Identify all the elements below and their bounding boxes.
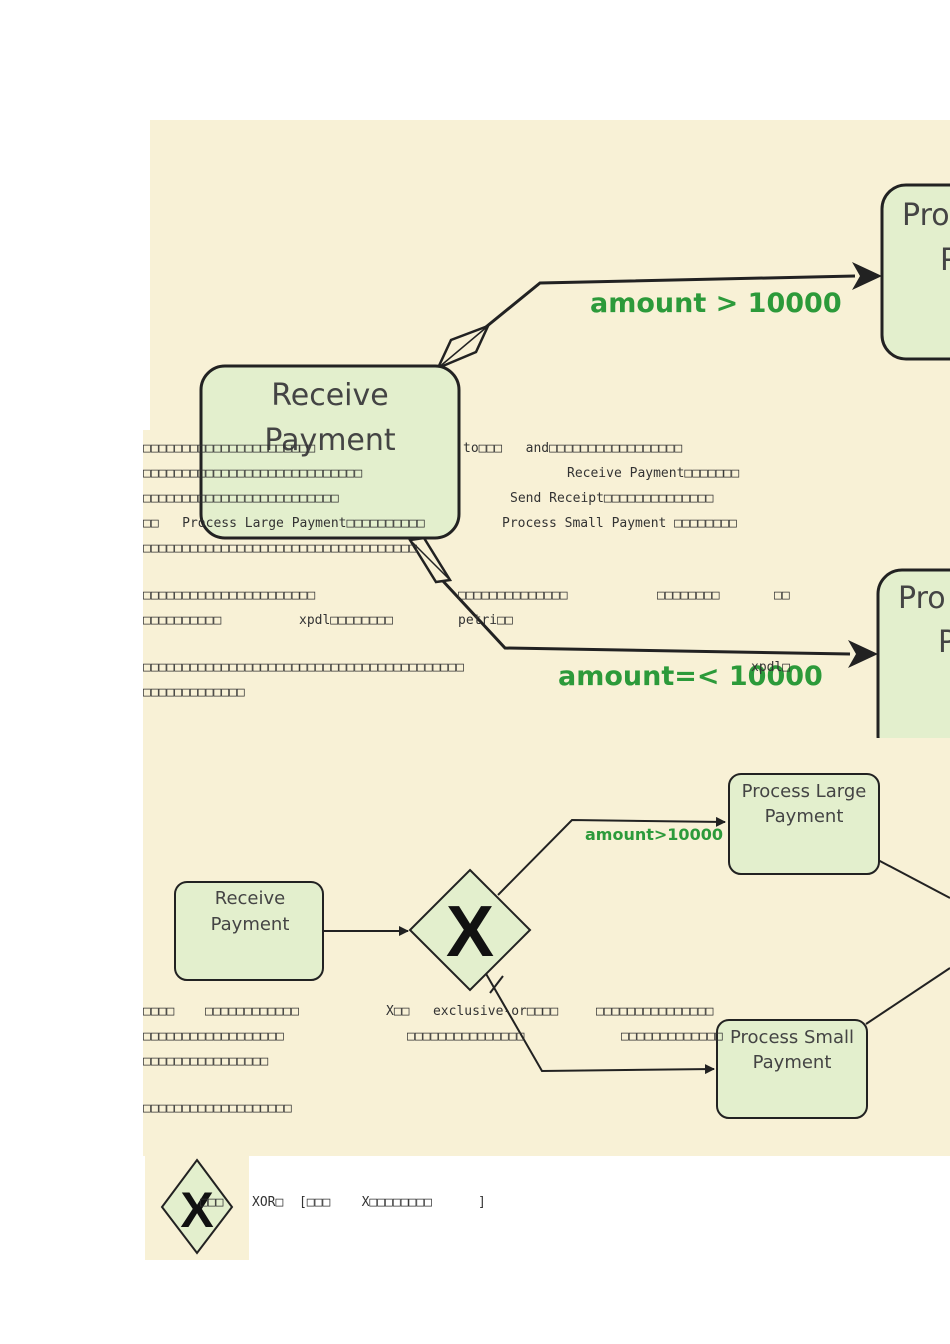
process-small-payment-task-2 [716,1019,868,1119]
xor-gateway-icon [408,868,532,992]
figure2-diagram: Receive Payment X Process Large Payment … [174,773,950,1119]
process-small-payment-partial-label-1: Pro [898,581,946,616]
text-line: ] [478,1195,486,1210]
xor-legend-symbol: X [180,1182,213,1238]
condition-large-label: amount > 10000 [590,288,842,319]
condition-large-label-2: amount>10000 [585,825,723,844]
text-line: □□□□□□□□□□□□□□□□□□□□□□□□□□□□□□□□□□□□□□□□… [143,660,464,675]
text-line: XOR□ [□□□ X□□□□□□□□ [252,1195,433,1210]
flow-small-out [865,967,950,1025]
text-line: □□□□□□□□□□□□□□□□□□□□□□ [143,588,316,603]
text-line: petri□□ [458,613,513,628]
process-large-payment-task-2 [728,773,880,875]
text-line: Send Receipt□□□□□□□□□□□□□□ [510,491,714,506]
text-line: □□□□□□□□□□□□□□□ [596,1004,714,1019]
text-line: □□ [774,588,790,603]
text-line: □□□□□□□□□□□□□□□□□□□□□□□□□□□□ [143,466,363,481]
arrowhead-small [848,640,878,668]
default-flow-marker [489,975,504,994]
figure3-diagram: X [160,1158,234,1255]
process-small-payment-2-label-2: Payment [753,1052,832,1073]
flow-to-small-payment [440,578,851,656]
xor-gateway-symbol: X [446,892,494,972]
text-line: □□□□□□□□□□ [143,613,222,628]
text-line: □□□□□□□□□□□□□□□ [407,1029,525,1044]
receive-payment-label-1: Receive [271,378,388,413]
text-line: □□ Process Large Payment□□□□□□□□□□ [143,516,425,531]
receive-payment-task [199,364,461,540]
text-line: □□□□□□□□□□□□□□□□□□□□□□□□□ [143,491,339,506]
process-small-payment-partial-label-2: P [938,625,950,660]
receive-payment-2-label-1: Receive [215,888,285,909]
flow-large-out [877,859,950,899]
text-line: □□□□□□□□□□□□□□□□□□□ [143,1101,292,1116]
figure1-diagram: Receive Payment Pro P Pro P amount > 100… [199,183,950,762]
arrowhead-large [852,262,882,290]
condition-small-label: amount=< 10000 [558,661,823,692]
flow-to-large-payment [469,274,856,342]
text-line: □□□□□□□□□□□□ [205,1004,299,1019]
figure1-panel-left [143,430,153,738]
receive-payment-label-2: Payment [264,423,396,458]
process-large-payment-task [880,183,950,361]
text-line: □□□□□□□□ [657,588,720,603]
text-line: xpdl□□□□□□□□ [299,613,393,628]
text-line: □□□□□□□□□□□□□□□□□□ [143,1029,284,1044]
receive-payment-task-2 [174,881,324,981]
text-line: Receive Payment□□□□□□□ [567,466,740,481]
flow-gateway-to-small [484,971,715,1075]
text-line: □□□□□□□□□□□□□ [621,1029,723,1044]
text-line: to□□□ and□□□□□□□□□□□□□□□□□ [463,441,683,456]
flow-gateway-to-large [497,816,726,896]
receive-payment-2-label-2: Payment [211,914,290,935]
process-large-payment-partial-label-1: Pro [902,198,950,233]
process-large-payment-partial-label-2: P [940,243,950,278]
text-line: Process Small Payment □□□□□□□□ [502,516,737,531]
text-line: xpdl□ [751,660,791,675]
process-large-payment-2-label-1: Process Large [742,781,867,802]
text-line: X□□ exclusive-or□□□□ [386,1004,559,1019]
text-line: □□□□□□□□□□□□□ [143,685,245,700]
text-line: □□□□□□□□□□□□□□□□ [143,1054,269,1069]
xor-gateway-legend-icon [160,1158,234,1255]
text-line: □□□ [200,1195,224,1210]
text-line: □□□□ [143,1004,175,1019]
text-line: □□□□□□□□□□□□□□□□□□□□□□ [143,441,316,456]
text-line: □□□□□□□□□□□□□□□□□□□□□□□□□□□□□□□□□□□ [143,541,417,556]
process-small-payment-2-label-1: Process Small [730,1027,854,1048]
process-large-payment-2-label-2: Payment [765,806,844,827]
text-line: □□□□□□□□□□□□□□ [458,588,568,603]
